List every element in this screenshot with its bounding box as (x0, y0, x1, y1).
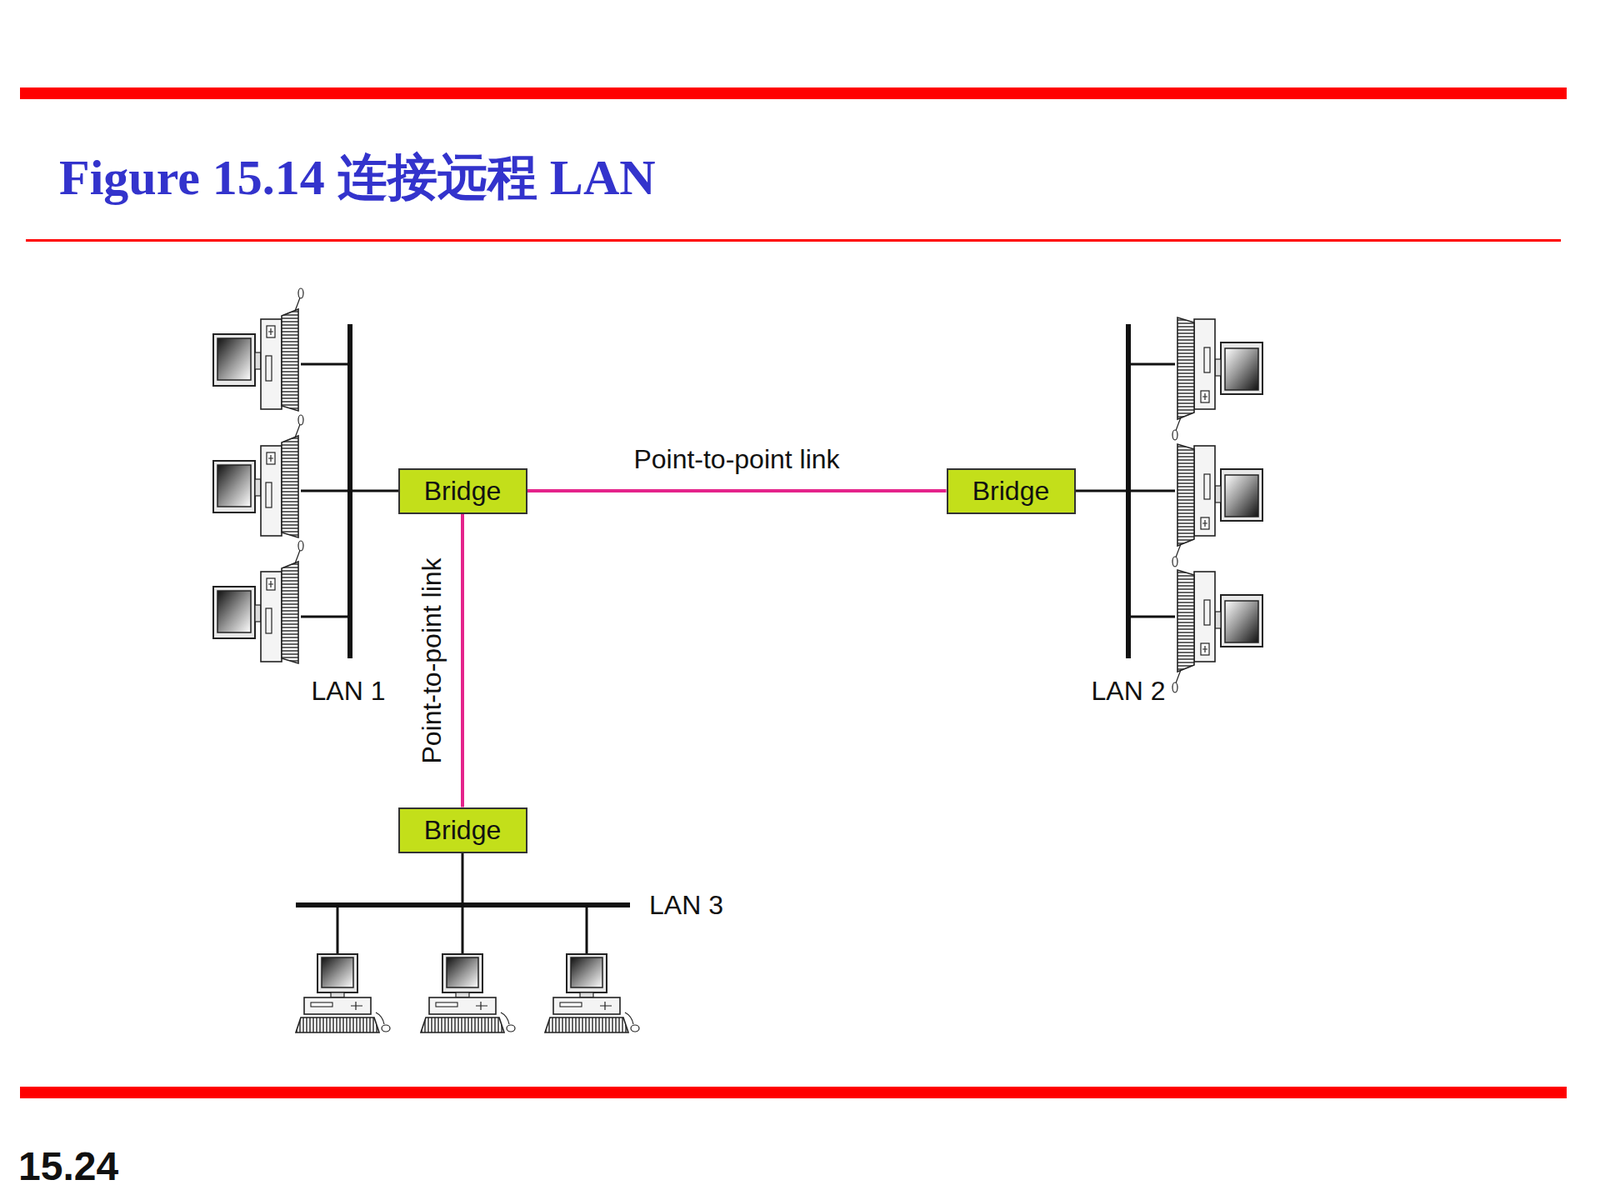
computer-icon (213, 415, 304, 538)
top-bar (20, 87, 1567, 100)
bridge-box: Bridge (946, 468, 1076, 515)
title-rule (25, 239, 1561, 242)
bridge-label: Bridge (972, 475, 1050, 507)
point-to-point-link (527, 489, 947, 493)
figure-title: Figure 15.14 连接远程 LAN (59, 147, 656, 208)
bridge-box: Bridge (398, 807, 528, 854)
bridge-label: Bridge (424, 475, 502, 507)
host-drop (1128, 615, 1175, 619)
computer-icon (213, 540, 304, 664)
link-label: Point-to-point link (415, 554, 448, 767)
computer-icon (420, 954, 515, 1033)
bridge-box: Bridge (398, 468, 528, 515)
host-drop (300, 615, 350, 619)
lan-name: LAN 1 (311, 675, 386, 707)
host-drop (461, 905, 465, 955)
computer-icon (1172, 317, 1263, 440)
host-drop (585, 905, 589, 955)
host-drop (300, 363, 350, 366)
point-to-point-link (460, 514, 465, 808)
lan-name: LAN 2 (1091, 675, 1166, 707)
computer-icon (1172, 570, 1263, 693)
bottom-bar (20, 1086, 1567, 1099)
host-drop (1128, 363, 1175, 366)
page-number: 15.24 (18, 1143, 119, 1190)
bridge-label: Bridge (424, 814, 502, 846)
computer-icon (213, 288, 304, 411)
computer-icon (295, 954, 390, 1033)
computer-icon (1172, 444, 1263, 567)
link-label: Point-to-point link (630, 443, 843, 475)
host-drop (336, 905, 340, 955)
lan-name: LAN 3 (649, 889, 724, 921)
host-drop (1128, 490, 1175, 493)
computer-icon (545, 954, 640, 1033)
host-drop (300, 490, 350, 493)
